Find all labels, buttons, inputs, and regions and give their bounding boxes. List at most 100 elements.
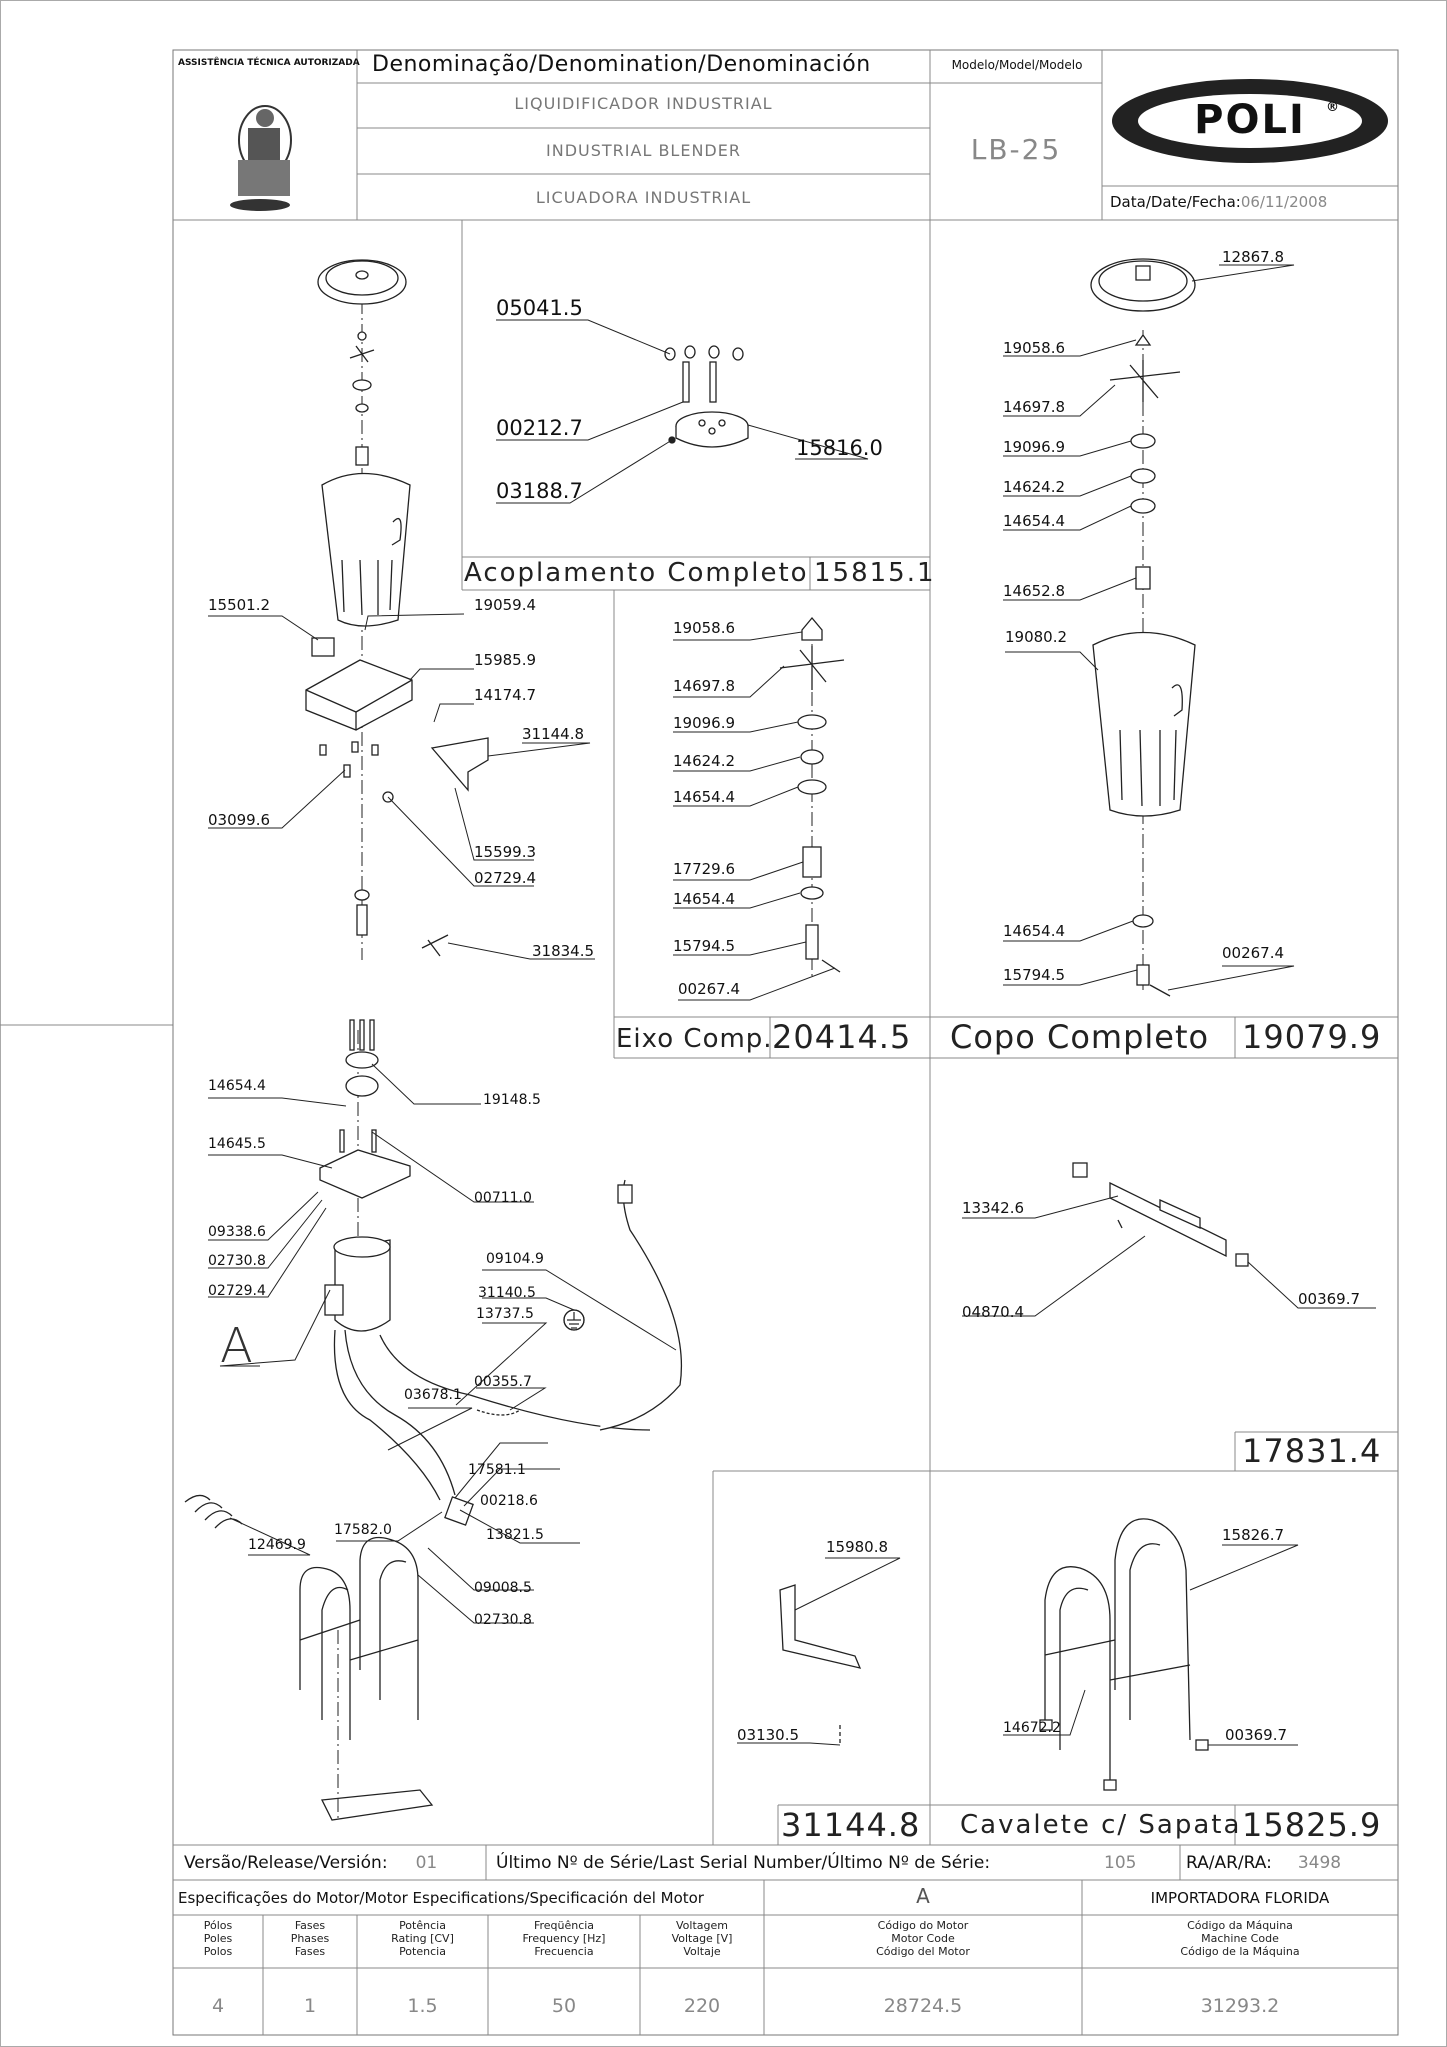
date-value: 06/11/2008 (1240, 193, 1328, 211)
part-label: 19058.6 (1003, 339, 1066, 357)
spec-header-line: Voltage [V] (671, 1932, 733, 1945)
date-label: Data/Date/Fecha: (1110, 193, 1241, 211)
product-name-en: INDUSTRIAL BLENDER (546, 141, 741, 160)
motor-spec-letter: A (916, 1884, 930, 1908)
coupling-assembly-code: 15815.1 (814, 558, 936, 588)
spec-header-line: Código do Motor (877, 1919, 969, 1932)
part-label: 15599.3 (474, 843, 537, 861)
poli-logo (1112, 79, 1388, 163)
spec-value-motor-code: 28724.5 (883, 1995, 963, 2017)
spec-header-line: Voltagem (676, 1919, 728, 1932)
motor-assembly (184, 1019, 683, 1529)
cup-assembly-name: Copo Completo (950, 1018, 1210, 1056)
spec-value-machine-code: 31293.2 (1200, 1995, 1280, 2017)
part-label: 03678.1 (404, 1387, 462, 1403)
model-label: Modelo/Model/Modelo (951, 58, 1083, 72)
spec-header-line: Freqüência (533, 1919, 595, 1932)
part-label: 14697.8 (1003, 398, 1066, 416)
spec-header-line: Código da Máquina (1187, 1919, 1293, 1932)
version-field: Versão/Release/Versión:01 (184, 1853, 437, 1873)
spec-header-line: Fases (294, 1945, 326, 1958)
shaft-drawing (779, 616, 845, 980)
spec-header-line: Pólos (203, 1919, 233, 1932)
part-label: 14174.7 (474, 686, 537, 704)
part-label: 02729.4 (474, 869, 537, 887)
part-label: 03130.5 (737, 1726, 800, 1744)
part-label: 04870.4 (962, 1303, 1025, 1321)
part-label: 13821.5 (486, 1527, 544, 1543)
part-label: 19058.6 (673, 619, 736, 637)
part-label: 00212.7 (496, 416, 583, 440)
version-value: 01 (415, 1853, 438, 1873)
part-label: 31144.8 (522, 725, 585, 743)
cup-assembly-code: 19079.9 (1242, 1018, 1382, 1056)
part-label: 02730.8 (474, 1612, 532, 1628)
part-label: 13342.6 (962, 1199, 1025, 1217)
spec-header-line: Código de la Máquina (1180, 1945, 1300, 1958)
brand-name: POLI (1194, 97, 1306, 143)
shaft-assembly-code: 20414.5 (772, 1018, 912, 1056)
cup-assembly-right (1090, 258, 1196, 997)
spec-header-line: Potência (399, 1919, 446, 1932)
part-label: 02730.8 (208, 1253, 266, 1269)
base-tube-drawing (1072, 1162, 1249, 1267)
spec-header-line: Potencia (399, 1945, 446, 1958)
part-label: 15826.7 (1222, 1526, 1285, 1544)
model-value: LB-25 (970, 133, 1062, 166)
part-label: 14697.8 (673, 677, 736, 695)
shaft-assembly-name: Eixo Comp. (616, 1024, 773, 1054)
spec-header-line: Poles (203, 1932, 233, 1945)
part-label: 05041.5 (496, 296, 583, 320)
leader-lines (208, 264, 1376, 1746)
part-label: 14654.4 (208, 1078, 266, 1094)
part-label: 31140.5 (478, 1285, 536, 1301)
stand-right (1039, 1518, 1209, 1791)
part-label: 00218.6 (480, 1493, 538, 1509)
cup-assembly-left (305, 259, 489, 960)
part-label: 00369.7 (1225, 1726, 1288, 1744)
stand-assembly-name: Cavalete c/ Sapata (960, 1810, 1242, 1840)
authorized-service-seal (230, 105, 292, 211)
stand-left (299, 1536, 434, 1821)
part-label: 31834.5 (532, 942, 595, 960)
bracket-assembly-code: 31144.8 (781, 1806, 921, 1844)
product-name-pt: LIQUIDIFICADOR INDUSTRIAL (514, 94, 773, 113)
coupling-drawing (664, 345, 749, 448)
spec-value-rating: 1.5 (407, 1995, 438, 2017)
part-label: 15985.9 (474, 651, 537, 669)
part-label: 19080.2 (1005, 628, 1068, 646)
part-label: 19059.4 (474, 596, 537, 614)
motor-callout-letter: A (220, 1318, 253, 1374)
part-label: 17581.1 (468, 1462, 526, 1478)
part-label: 12867.8 (1222, 248, 1285, 266)
date-field: Data/Date/Fecha:06/11/2008 (1110, 193, 1327, 211)
part-label: 00711.0 (474, 1190, 532, 1206)
spec-header-line: Polos (203, 1945, 233, 1958)
spec-header-line: Voltaje (683, 1945, 721, 1958)
spec-header-line: Frequency [Hz] (522, 1932, 606, 1945)
spec-value-poles: 4 (211, 1995, 225, 2017)
part-label: 14654.4 (1003, 512, 1066, 530)
product-name-es: LICUADORA INDUSTRIAL (535, 188, 752, 207)
part-label: 19148.5 (483, 1092, 541, 1108)
denomination-label: Denominação/Denomination/Denominación (372, 52, 871, 77)
part-label: 14624.2 (1003, 478, 1066, 496)
part-label: 13737.5 (476, 1306, 534, 1322)
spec-value-voltage: 220 (683, 1995, 721, 2017)
part-label: 15501.2 (208, 596, 271, 614)
part-label: 15816.0 (796, 436, 883, 460)
part-label: 19096.9 (673, 714, 736, 732)
motor-spec-label: Especificações do Motor/Motor Especifica… (178, 1889, 704, 1907)
part-label: 17582.0 (334, 1522, 392, 1538)
spec-header-line: Phases (290, 1932, 330, 1945)
spec-header-line: Motor Code (891, 1932, 955, 1945)
part-label: 02729.4 (208, 1283, 266, 1299)
part-label: 09104.9 (486, 1251, 544, 1267)
